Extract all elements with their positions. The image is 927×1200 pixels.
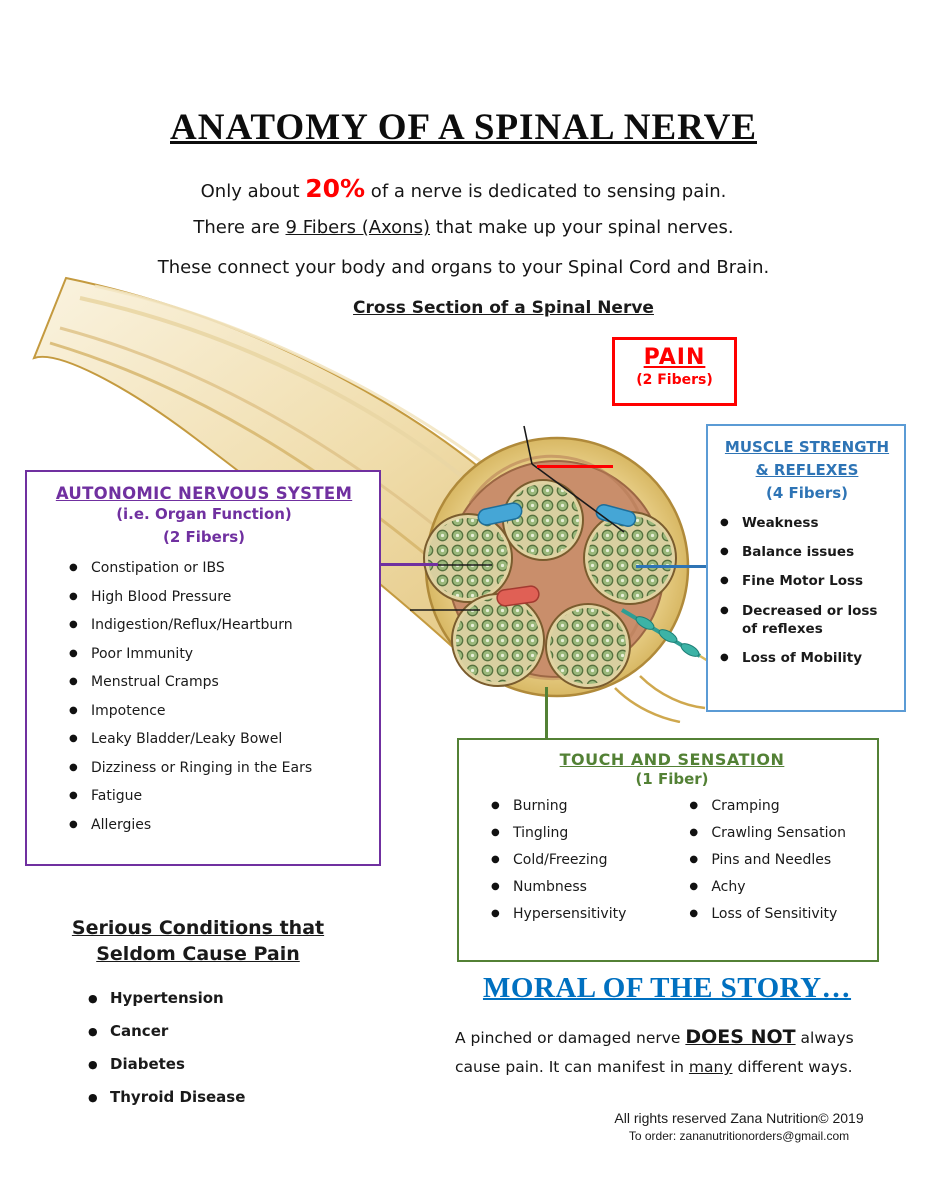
autonomic-subtitle-1: (i.e. Organ Function) [116,505,292,523]
moral-mid: always cause pain. It can manifest in [455,1029,854,1077]
moral-section: MORAL OF THE STORY… A pinched or damaged… [455,972,879,1081]
pain-subtitle: (2 Fibers) [636,372,713,388]
list-item: Crawling Sensation [687,825,871,841]
serious-conditions-title-line2: Seldom Cause Pain [96,942,300,965]
serious-conditions-section: Serious Conditions that Seldom Cause Pai… [62,916,334,1121]
pain-callout: PAIN (2 Fibers) [612,337,737,406]
touch-list-col2: Cramping Crawling Sensation Pins and Nee… [687,798,871,933]
list-item: Achy [687,879,871,895]
list-item: Diabetes [86,1055,334,1073]
list-item: Cancer [86,1022,334,1040]
list-item: Indigestion/Reflux/Heartburn [67,617,369,633]
page-title: ANATOMY OF A SPINAL NERVE [170,107,757,148]
intro-1-post: of a nerve is dedicated to sensing pain. [365,181,727,202]
muscle-callout: MUSCLE STRENGTH & REFLEXES (4 Fibers) We… [706,424,906,712]
intro-2-underline: 9 Fibers (Axons) [285,217,430,238]
moral-underline-word: many [688,1058,733,1077]
blood-vessel-blue [477,502,637,527]
list-item: Cold/Freezing [489,852,687,868]
list-item: Poor Immunity [67,646,369,662]
intro-2-post: that make up your spinal nerves. [430,217,734,238]
muscle-connector-line [636,565,706,568]
autonomic-callout: AUTONOMIC NERVOUS SYSTEM (i.e. Organ Fun… [25,470,381,866]
fascicle [545,603,631,689]
order-email-text: To order: zananutritionorders@gmail.com [628,1129,850,1143]
pain-title: PAIN [643,345,706,370]
list-item: Decreased or loss of reflexes [718,602,896,638]
touch-title: TOUCH AND SENSATION [559,750,785,769]
touch-list-col1: Burning Tingling Cold/Freezing Numbness … [489,798,687,933]
serious-conditions-list: Hypertension Cancer Diabetes Thyroid Dis… [86,989,334,1106]
moral-emphasis: DOES NOT [685,1026,796,1048]
blood-vessel-red [496,585,540,607]
list-item: Impotence [67,703,369,719]
intro-1-highlight: 20% [305,174,366,203]
list-item: Cramping [687,798,871,814]
autonomic-title: AUTONOMIC NERVOUS SYSTEM [55,484,353,503]
list-item: Dizziness or Ringing in the Ears [67,760,369,776]
autonomic-subtitle-2: (2 Fibers) [163,527,245,546]
diagram-caption: Cross Section of a Spinal Nerve [353,298,654,318]
intro-1-pre: Only about [200,181,306,202]
list-item: Menstrual Cramps [67,674,369,690]
list-item: Hypertension [86,989,334,1007]
list-item: Loss of Sensitivity [687,906,871,922]
list-item: Numbness [489,879,687,895]
touch-connector-line [545,687,548,738]
moral-text: A pinched or damaged nerve DOES NOT alwa… [455,1021,879,1081]
serious-conditions-title-line1: Serious Conditions that [71,917,325,939]
list-item: Tingling [489,825,687,841]
intro-line-1: Only about 20% of a nerve is dedicated t… [0,174,927,203]
list-item: Fatigue [67,788,369,804]
list-item: Thyroid Disease [86,1088,334,1106]
list-item: Balance issues [718,543,896,561]
moral-title: MORAL OF THE STORY… [482,972,852,1004]
spinal-nerve-illustration [32,276,725,723]
moral-post: different ways. [732,1058,853,1077]
list-item: Leaky Bladder/Leaky Bowel [67,731,369,747]
moral-pre: A pinched or damaged nerve [455,1029,686,1047]
list-item: Hypersensitivity [489,906,687,922]
intro-2-pre: There are [193,217,286,238]
intro-line-2: There are 9 Fibers (Axons) that make up … [0,217,927,238]
list-item: High Blood Pressure [67,589,369,605]
list-item: Burning [489,798,687,814]
list-item: Loss of Mobility [718,649,896,667]
nerve-strands [614,675,706,723]
muscle-list: Weakness Balance issues Fine Motor Loss … [718,514,896,667]
touch-callout: TOUCH AND SENSATION (1 Fiber) Burning Ti… [457,738,879,962]
fascicle [502,479,584,561]
list-item: Allergies [67,817,369,833]
nerve-cross-section [423,436,690,698]
fascicle [451,593,545,687]
list-item: Fine Motor Loss [718,572,896,590]
autonomic-list: Constipation or IBS High Blood Pressure … [67,560,369,833]
touch-columns: Burning Tingling Cold/Freezing Numbness … [473,798,871,933]
autonomic-connector-line [380,563,438,566]
footer: All rights reserved Zana Nutrition© 2019… [599,1110,879,1143]
list-item: Weakness [718,514,896,532]
muscle-subtitle: (4 Fibers) [766,484,848,502]
fascicle [423,513,513,603]
fascicle [583,511,677,605]
copyright-text: All rights reserved Zana Nutrition© 2019 [614,1110,864,1126]
intro-line-3: These connect your body and organs to yo… [157,257,770,278]
muscle-title: MUSCLE STRENGTH & REFLEXES [724,438,890,479]
list-item: Constipation or IBS [67,560,369,576]
pain-connector-line [537,465,613,468]
touch-subtitle: (1 Fiber) [635,770,709,788]
list-item: Pins and Needles [687,852,871,868]
pointer-lines [410,425,625,611]
